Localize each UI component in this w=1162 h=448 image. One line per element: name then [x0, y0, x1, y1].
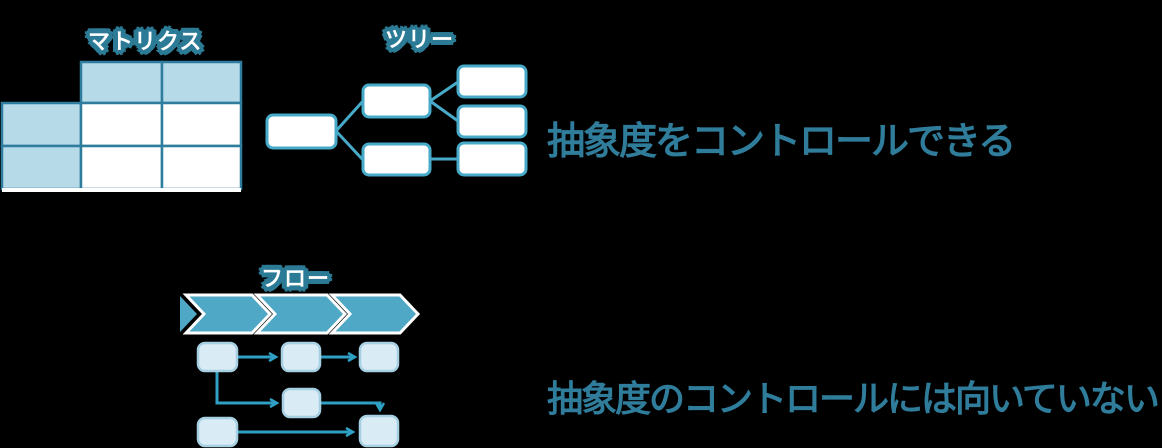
- tree-branch-node-2: [361, 142, 432, 177]
- matrix-label: マトリクス: [88, 29, 203, 54]
- matrix-header-cell: [79, 60, 164, 105]
- matrix-row-header-cell: [0, 101, 83, 148]
- tree-connector: [429, 80, 459, 103]
- tree-leaf-node-2: [456, 104, 528, 139]
- tree-leaf-node-3: [456, 141, 528, 177]
- matrix-diagram: [0, 60, 243, 192]
- matrix-body-cell: [160, 144, 243, 191]
- flow-chevron-1: [182, 293, 273, 335]
- flow-chevron-2: [253, 293, 348, 335]
- flowchart-diagram: [196, 341, 400, 448]
- flowchart-box-4: [281, 387, 322, 419]
- matrix-body-cell: [160, 101, 243, 148]
- flowchart-box-5: [196, 416, 239, 448]
- tree-leaf-node-1: [456, 64, 528, 99]
- caption-abstraction-controllable: 抽象度をコントロールできる: [547, 121, 1016, 163]
- tree-diagram: [265, 64, 528, 177]
- flowchart-box-3: [358, 341, 400, 373]
- matrix-body-cell: [79, 101, 164, 148]
- tree-root-node: [265, 113, 338, 150]
- flowchart-box-6: [358, 414, 400, 448]
- flowchart-arrow-4: [321, 401, 380, 410]
- flow-chevrons: [180, 293, 421, 335]
- tree-connector: [429, 99, 459, 123]
- flowchart-arrow-3: [215, 371, 277, 403]
- tree-connector: [334, 129, 365, 162]
- caption-abstraction-not-suited: 抽象度のコントロールには向いていない: [547, 378, 1160, 419]
- matrix-body-cell: [79, 144, 164, 191]
- flow-label: フロー: [261, 266, 331, 291]
- matrix-bottom-border: [2, 188, 241, 192]
- tree-branch-node-1: [361, 83, 432, 119]
- flowchart-box-2: [280, 341, 322, 373]
- matrix-header-cell: [160, 60, 243, 105]
- flow-chevron-start: [180, 296, 197, 332]
- flowchart-box-1: [196, 341, 239, 373]
- flow-chevron-3: [328, 293, 421, 335]
- tree-connector: [334, 99, 365, 133]
- tree-label: ツリー: [385, 27, 455, 52]
- matrix-row-header-cell: [0, 144, 83, 191]
